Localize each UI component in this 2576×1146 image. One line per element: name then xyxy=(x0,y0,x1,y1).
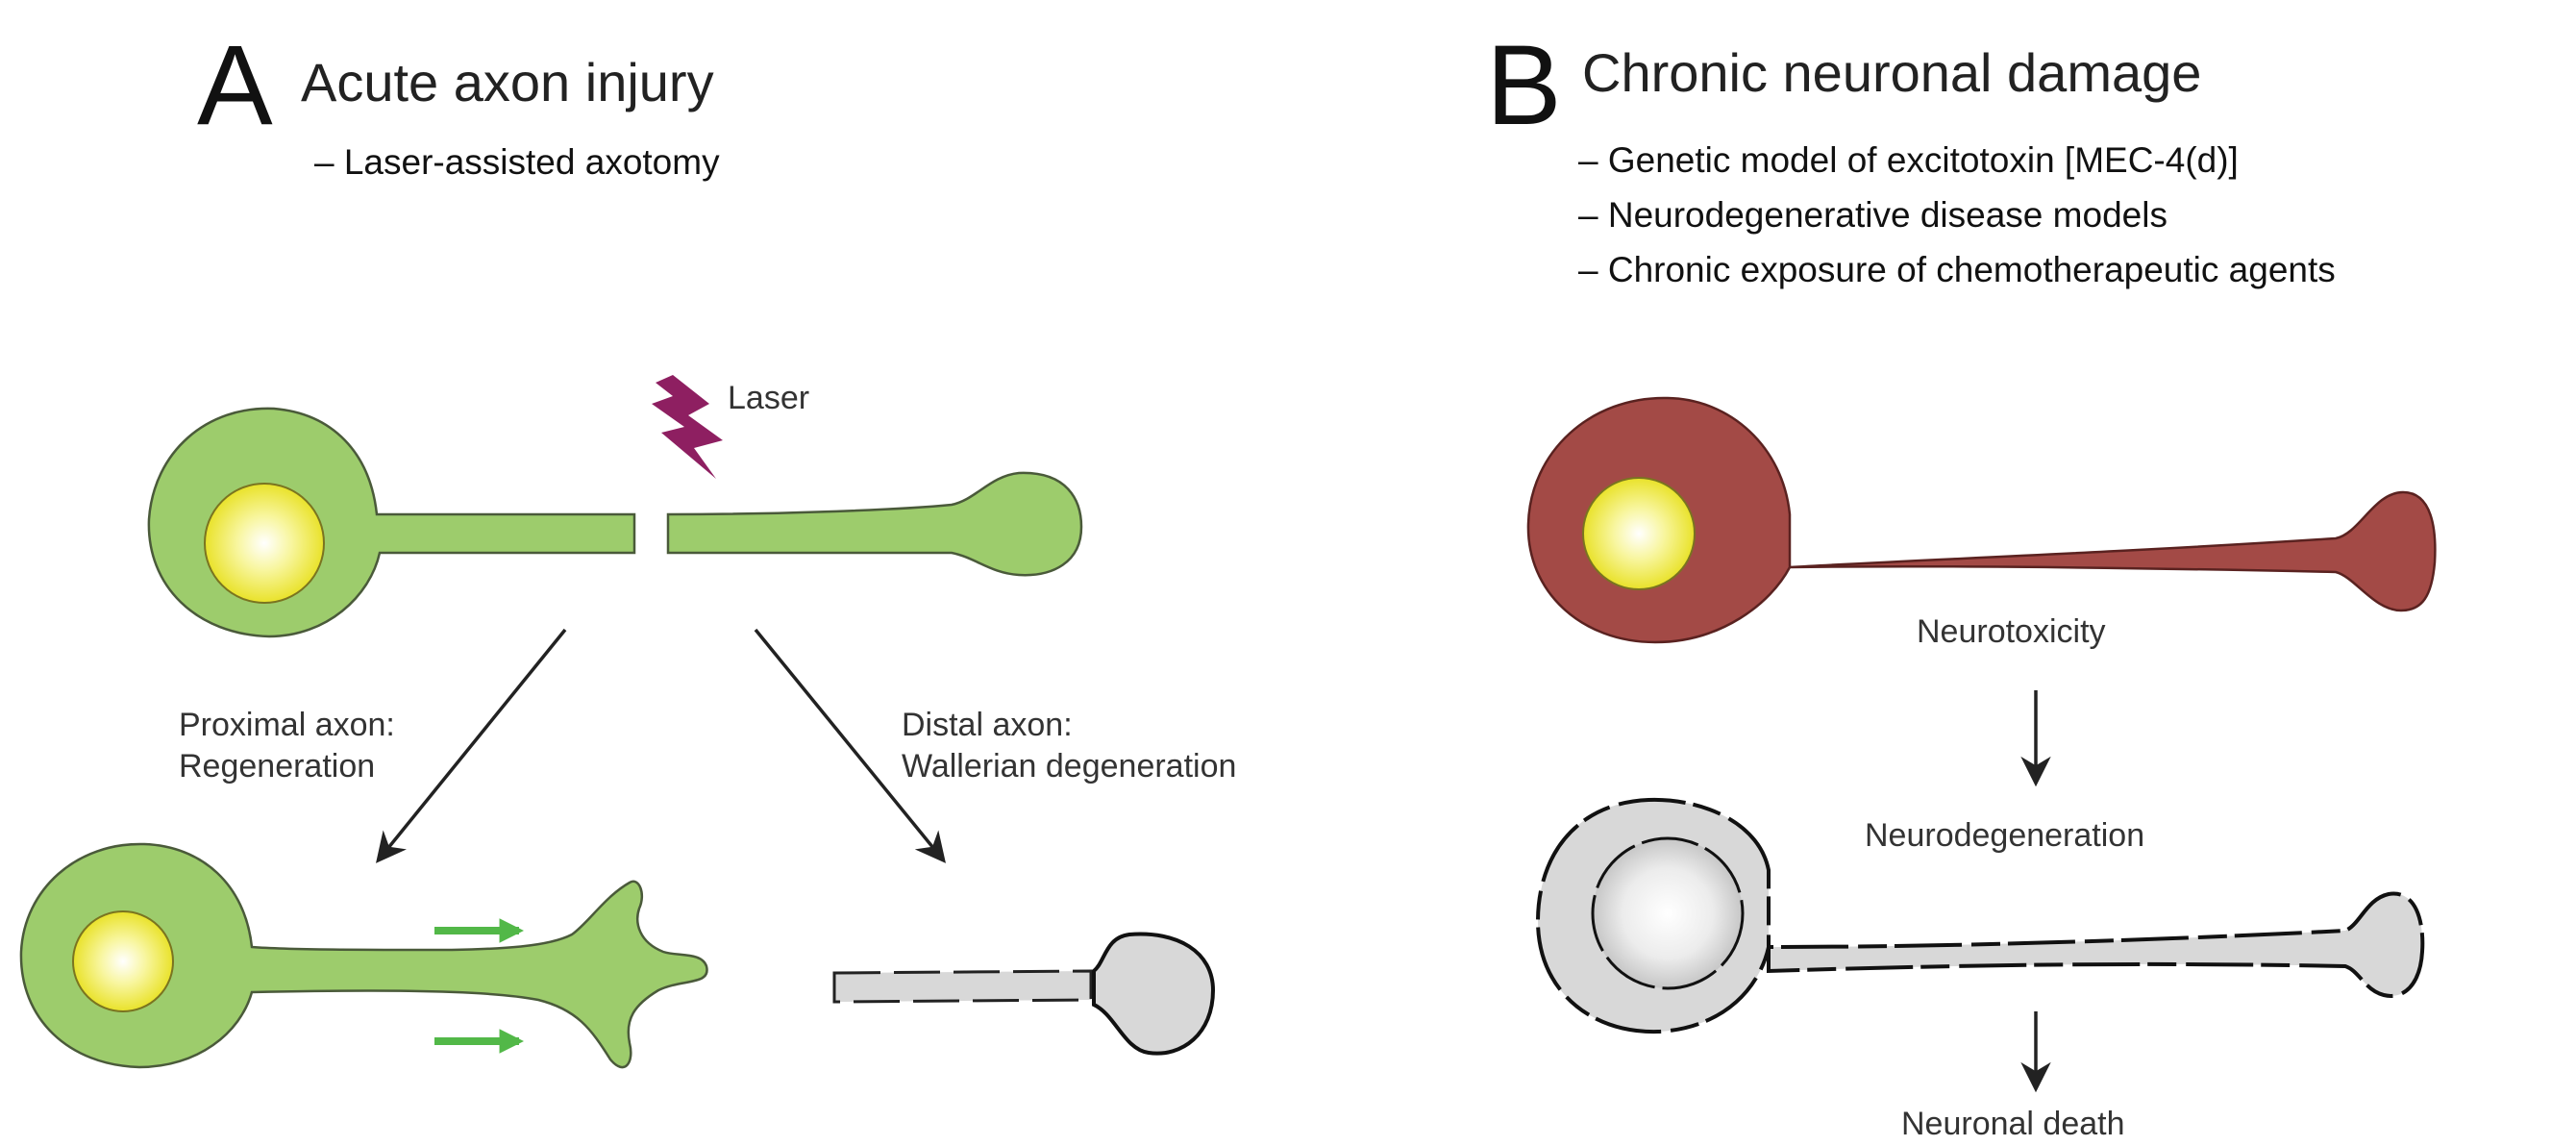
neuron-a-healthy xyxy=(147,407,1083,638)
distal-label-line-2: Wallerian degeneration xyxy=(902,748,1237,785)
panel-a-letter: A xyxy=(197,22,273,149)
stage-neurodegeneration: Neurodegeneration xyxy=(1865,817,2145,854)
panel-a-method-1: – Laser-assisted axotomy xyxy=(314,142,720,182)
neuron-a-nucleus xyxy=(204,483,325,604)
proximal-label-line-2: Regeneration xyxy=(179,748,376,785)
neuron-a-regenerating xyxy=(19,842,708,1069)
neuron-b-degenerated xyxy=(1535,797,2425,1034)
arrow-to-distal xyxy=(754,628,946,863)
laser-label: Laser xyxy=(728,380,810,416)
panel-b-method-1: – Genetic model of excitotoxin [MEC-4(d)… xyxy=(1578,140,2239,180)
stage-neurotoxicity: Neurotoxicity xyxy=(1917,613,2106,650)
stage-neuronal-death: Neuronal death xyxy=(1901,1106,2125,1142)
panel-b-title: Chronic neuronal damage xyxy=(1582,42,2202,103)
neuron-b-toxic xyxy=(1526,396,2437,644)
panel-b-method-2: – Neurodegenerative disease models xyxy=(1578,195,2167,235)
distal-label-line-1: Distal axon: xyxy=(902,707,1073,743)
neuron-a-distal-segment xyxy=(666,471,1083,577)
neuron-a-degenerating xyxy=(832,932,1216,1056)
arrow-to-proximal xyxy=(376,628,567,863)
panel-b-letter: B xyxy=(1486,22,1562,149)
panel-b-method-3: – Chronic exposure of chemotherapeutic a… xyxy=(1578,250,2336,289)
laser-bolt-icon xyxy=(652,375,723,479)
panel-a-title: Acute axon injury xyxy=(301,52,714,112)
proximal-label-line-1: Proximal axon: xyxy=(179,707,395,743)
